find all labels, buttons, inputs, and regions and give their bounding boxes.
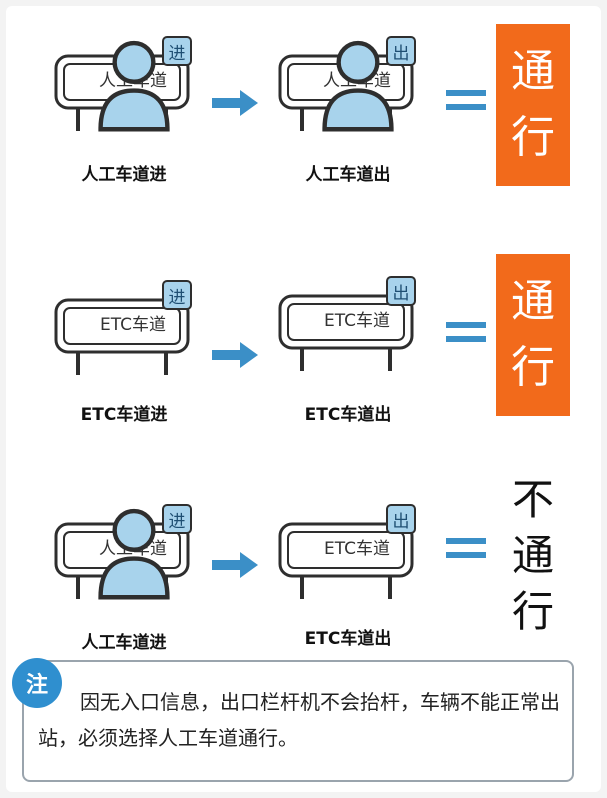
- exit-sign: ETC车道 出: [274, 276, 442, 371]
- row-manual-etc: 人工车道 进 人工车道进 ETC车道 出 ETC车道出: [6, 464, 601, 664]
- arrow-right-icon: [212, 342, 258, 368]
- exit-caption: ETC车道出: [304, 405, 392, 425]
- person-icon: [98, 508, 170, 600]
- equals-icon: [446, 322, 486, 342]
- entry-badge: 进: [162, 280, 192, 310]
- result-pass: 通 行: [496, 254, 570, 416]
- exit-sign: ETC车道 出: [274, 504, 442, 599]
- result-fail: 不 通 行: [496, 468, 570, 644]
- entry-caption: 人工车道进: [81, 633, 167, 653]
- person-icon: [322, 40, 394, 132]
- exit-badge: 出: [386, 36, 416, 66]
- note-badge: 注: [12, 658, 62, 708]
- entry-sign: 人工车道 进: [50, 504, 218, 600]
- entry-sign: 人工车道 进: [50, 36, 218, 132]
- entry-badge: 进: [162, 36, 192, 66]
- note-text: 因无入口信息，出口栏杆机不会抬杆，车辆不能正常出站，必须选择人工车道通行。: [38, 690, 560, 750]
- row-manual-manual: 人工车道 进 人工车道进 人工车道 出: [6, 20, 601, 220]
- exit-sign: 人工车道 出: [274, 36, 442, 132]
- entry-badge: 进: [162, 504, 192, 534]
- person-icon: [98, 40, 170, 132]
- result-char: 不: [511, 475, 554, 524]
- exit-sign-label: ETC车道: [324, 311, 390, 331]
- entry-caption: ETC车道进: [80, 405, 168, 425]
- exit-badge: 出: [386, 276, 416, 306]
- result-char: 行: [511, 342, 555, 393]
- entry-sign: ETC车道 进: [50, 280, 218, 375]
- arrow-right-icon: [212, 90, 258, 116]
- result-pass: 通 行: [496, 24, 570, 186]
- result-char: 通: [511, 531, 554, 580]
- note-box: [22, 660, 574, 782]
- exit-caption: ETC车道出: [304, 629, 392, 649]
- result-char: 通: [511, 276, 555, 327]
- entry-sign-label: ETC车道: [100, 315, 166, 335]
- equals-icon: [446, 538, 486, 558]
- result-char: 通: [511, 46, 555, 97]
- equals-icon: [446, 90, 486, 110]
- sign-frame-icon: [54, 298, 190, 375]
- result-char: 行: [511, 112, 555, 163]
- exit-caption: 人工车道出: [305, 165, 391, 185]
- row-etc-etc: ETC车道 进 ETC车道进 ETC车道 出 ETC车道出 通 行: [6, 250, 601, 450]
- arrow-right-icon: [212, 552, 258, 578]
- sign-frame-icon: [278, 522, 414, 599]
- result-char: 行: [511, 587, 554, 636]
- exit-sign-label: ETC车道: [324, 539, 390, 559]
- exit-badge: 出: [386, 504, 416, 534]
- sign-frame-icon: [278, 294, 414, 371]
- entry-caption: 人工车道进: [81, 165, 167, 185]
